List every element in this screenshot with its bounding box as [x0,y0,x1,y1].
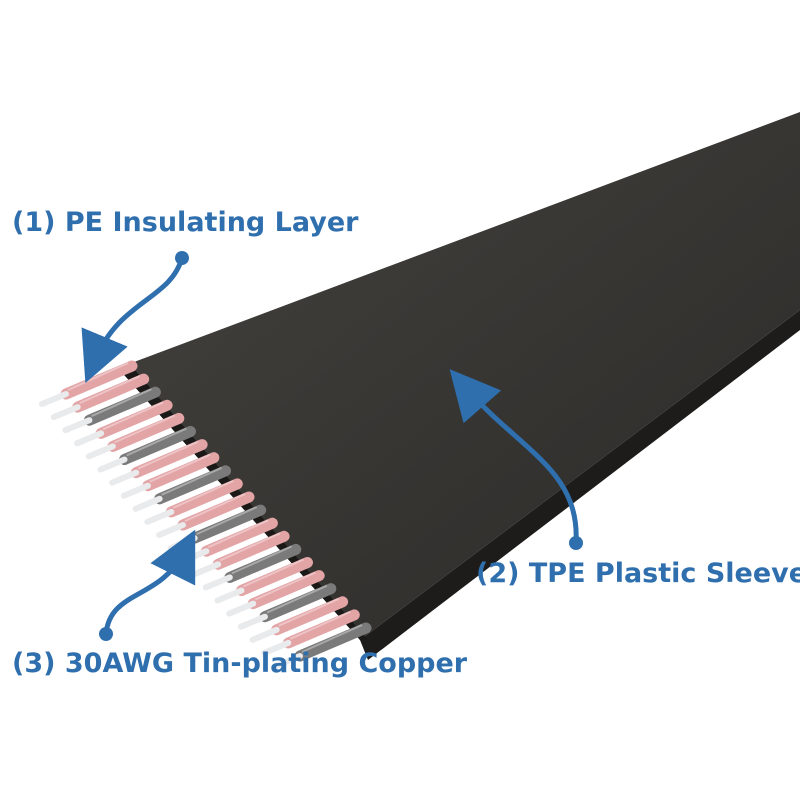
wire-highlight [137,440,199,470]
wire-4 [74,399,173,447]
wire-highlight [196,506,258,536]
arrow-tpe-sleeve [449,369,583,550]
wire-copper-tip [62,417,93,434]
wire-insulation [189,504,267,544]
wire-highlight [266,584,328,614]
wire-insulation [107,412,185,452]
wire-copper-tip [214,587,245,604]
wire-insulation [294,622,372,662]
wire-15 [202,543,302,591]
wire-2 [50,373,150,421]
wire-insulation [259,583,337,623]
wire-highlight [102,401,164,431]
wire-insulation [142,452,220,492]
wire-insulation [83,386,161,426]
wire-copper-tip [237,613,268,630]
wire-17 [226,570,325,617]
wire-insulation [119,426,196,465]
wire-highlight [126,427,187,457]
wire-8 [120,452,220,499]
wire-insulation [247,570,325,610]
wire-copper-tip [261,639,292,656]
wire-insulation [224,543,302,583]
wire-7 [109,439,208,486]
wire-insulation [95,399,173,439]
wire-highlight [207,519,269,549]
arrow-pe-layer [81,251,189,384]
insulated-wires [39,360,372,669]
wire-copper-tip [273,653,303,669]
wire-insulation [271,596,349,636]
wire-copper-tip [179,548,210,565]
wire-copper-tip [50,404,81,421]
wire-19 [249,596,349,643]
wire-copper-tip [132,495,163,512]
wire-copper-tip [39,391,69,407]
wire-highlight [161,466,223,496]
label-tin-plating-copper: (3) 30AWG Tin-plating Copper [12,648,468,679]
wire-highlight [289,610,351,640]
wire-highlight [79,375,141,405]
wire-insulation [212,530,290,570]
wire-copper-tip [97,456,128,473]
wire-highlight [254,571,316,601]
wire-insulation [72,373,150,413]
wire-copper-tip [167,535,198,552]
wire-highlight [149,453,211,483]
wire-copper-tip [191,561,222,578]
wire-copper-tip [226,600,257,617]
wire-highlight [301,624,363,653]
wire-20 [261,609,360,656]
wire-insulation [200,517,278,557]
tpe-sleeve-edge [360,310,800,660]
wire-highlight [243,558,304,588]
label-tpe-plastic-sleeve: (2) TPE Plastic Sleeve [476,558,800,589]
wire-highlight [172,479,234,509]
wire-16 [214,557,313,604]
wire-5 [85,412,185,460]
wire-highlight [90,388,152,418]
wire-10 [144,478,243,525]
wire-copper-tip [85,443,116,460]
wire-3 [62,386,161,434]
wire-highlight [184,493,246,522]
label-pe-insulating-layer: (1) PE Insulating Layer [12,207,359,238]
wire-highlight [219,532,281,562]
wire-insulation [236,557,313,596]
wire-highlight [278,597,340,627]
wire-copper-tip [120,482,151,499]
wire-copper-tip [156,522,186,538]
wire-9 [132,465,232,512]
wire-insulation [165,478,243,518]
wire-copper-tip [109,469,140,486]
wire-insulation [130,439,208,479]
wire-insulation [177,491,255,531]
wire-6 [97,426,196,473]
wire-insulation [154,465,232,505]
wire-highlight [231,545,293,575]
wire-copper-tip [202,574,233,591]
wire-highlight [114,414,176,444]
wire-21 [273,622,372,669]
wire-copper-tip [74,430,105,447]
arrow-copper [99,529,196,641]
wire-copper-tip [249,626,280,643]
wire-14 [191,530,290,578]
wire-insulation [282,609,360,649]
wire-18 [237,583,337,630]
wire-copper-tip [144,508,175,525]
